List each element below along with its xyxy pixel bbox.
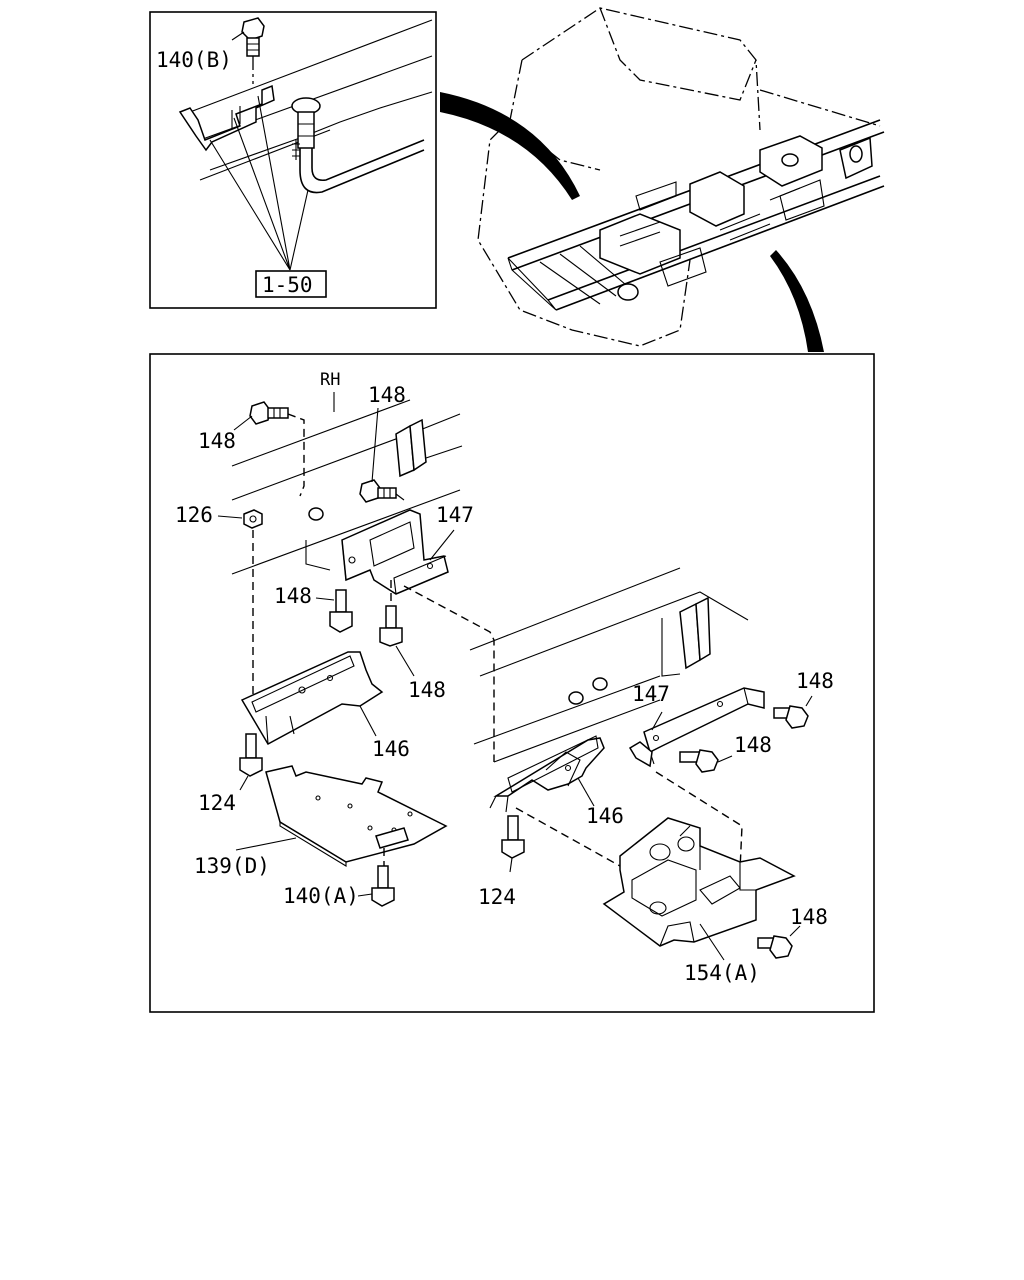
bracket-147-right xyxy=(628,687,765,768)
bolt-140b-icon xyxy=(241,17,265,57)
label-146-b: 146 xyxy=(586,804,624,828)
bracket-146-left xyxy=(240,651,384,746)
bolt-148-icon-e xyxy=(773,705,809,729)
ref-label: 1-50 xyxy=(262,273,313,297)
label-148-e: 148 xyxy=(796,669,834,693)
label-154a: 154(A) xyxy=(684,961,760,985)
bolt-148-icon-f xyxy=(679,749,719,773)
label-140b: 140(B) xyxy=(156,48,232,72)
label-148-g: 148 xyxy=(790,905,828,929)
bracket-140b xyxy=(178,84,275,152)
nut-126-icon xyxy=(243,509,263,529)
inset-frame xyxy=(149,11,437,309)
label-147-a: 147 xyxy=(436,503,474,527)
bolt-124-icon-a xyxy=(239,733,263,777)
main-frame xyxy=(149,353,875,1013)
bracket-146-right xyxy=(489,735,605,813)
pointer-arrow-inset xyxy=(440,92,580,200)
label-124-a: 124 xyxy=(198,791,236,815)
crossmember-154a xyxy=(602,817,796,947)
label-148-a: 148 xyxy=(198,429,236,453)
bolt-148-icon-a xyxy=(249,401,289,425)
truck-overview xyxy=(440,7,885,352)
label-140a: 140(A) xyxy=(283,884,359,908)
label-146-a: 146 xyxy=(372,737,410,761)
bolt-148-icon-g xyxy=(757,935,793,959)
label-147-b: 147 xyxy=(632,682,670,706)
bolt-148-icon-b xyxy=(359,479,397,503)
main-panel: RH xyxy=(149,353,875,1013)
label-rh: RH xyxy=(320,370,340,390)
bolt-140a-icon xyxy=(371,865,395,907)
label-148-f: 148 xyxy=(734,733,772,757)
bolt-124-icon-b xyxy=(501,815,525,859)
label-148-c: 148 xyxy=(274,584,312,608)
label-139d: 139(D) xyxy=(194,854,270,878)
inset-panel: 140(B) 1-50 xyxy=(149,11,437,309)
label-148-b: 148 xyxy=(368,383,406,407)
label-124-b: 124 xyxy=(478,885,516,909)
bolt-148-icon-c xyxy=(329,589,353,633)
label-148-d: 148 xyxy=(408,678,446,702)
label-126: 126 xyxy=(175,503,213,527)
bracket-147-left xyxy=(341,509,449,595)
plate-139d xyxy=(265,765,448,867)
bolt-148-icon-d xyxy=(379,605,403,647)
pointer-arrow-main xyxy=(770,250,824,352)
ref-box xyxy=(255,270,327,298)
